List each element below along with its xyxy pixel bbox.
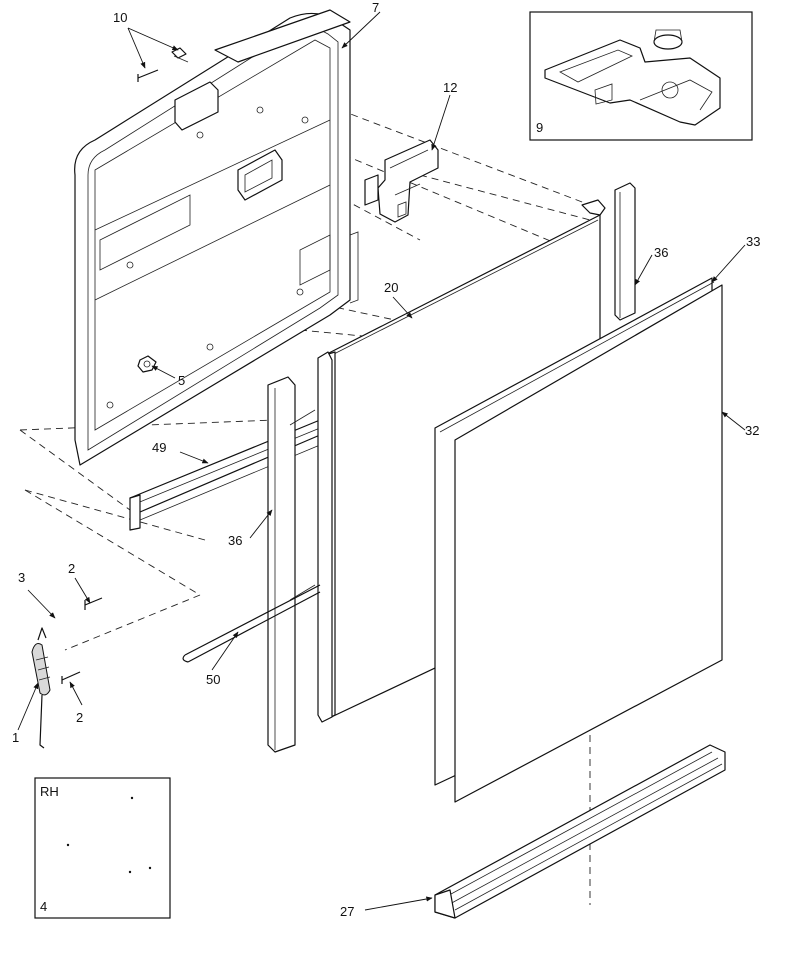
callout-36-upper: 36 (654, 245, 668, 260)
door-outer-panels (434, 277, 723, 803)
inset-rh-label: RH (40, 784, 59, 799)
callout-numbers: 10 7 12 9 36 33 20 5 32 49 36 3 2 50 2 1… (12, 0, 760, 919)
side-trim-left (267, 351, 333, 753)
callout-33: 33 (746, 234, 760, 249)
callout-2-lower: 2 (76, 710, 83, 725)
rod (182, 409, 321, 663)
callout-2-upper: 2 (68, 561, 75, 576)
leader-lines (17, 11, 746, 911)
callout-50: 50 (206, 672, 220, 687)
callout-5: 5 (178, 373, 185, 388)
inner-door-frame (74, 9, 359, 466)
side-trim-right (581, 182, 636, 321)
callout-36-lower: 36 (228, 533, 242, 548)
callout-10: 10 (113, 10, 127, 25)
inset-rh-detail (34, 777, 171, 919)
callout-27: 27 (340, 904, 354, 919)
callout-4: 4 (40, 899, 47, 914)
screw-and-nut (137, 47, 189, 82)
callout-20: 20 (384, 280, 398, 295)
inset-detergent-dispenser (529, 11, 753, 141)
callout-3: 3 (18, 570, 25, 585)
callout-7: 7 (372, 0, 379, 15)
bottom-trim (434, 744, 726, 919)
callout-1: 1 (12, 730, 19, 745)
door-latch (364, 139, 439, 223)
callout-49: 49 (152, 440, 166, 455)
callout-32: 32 (745, 423, 759, 438)
hinge-assembly (31, 597, 103, 749)
callout-9: 9 (536, 120, 543, 135)
callout-12: 12 (443, 80, 457, 95)
